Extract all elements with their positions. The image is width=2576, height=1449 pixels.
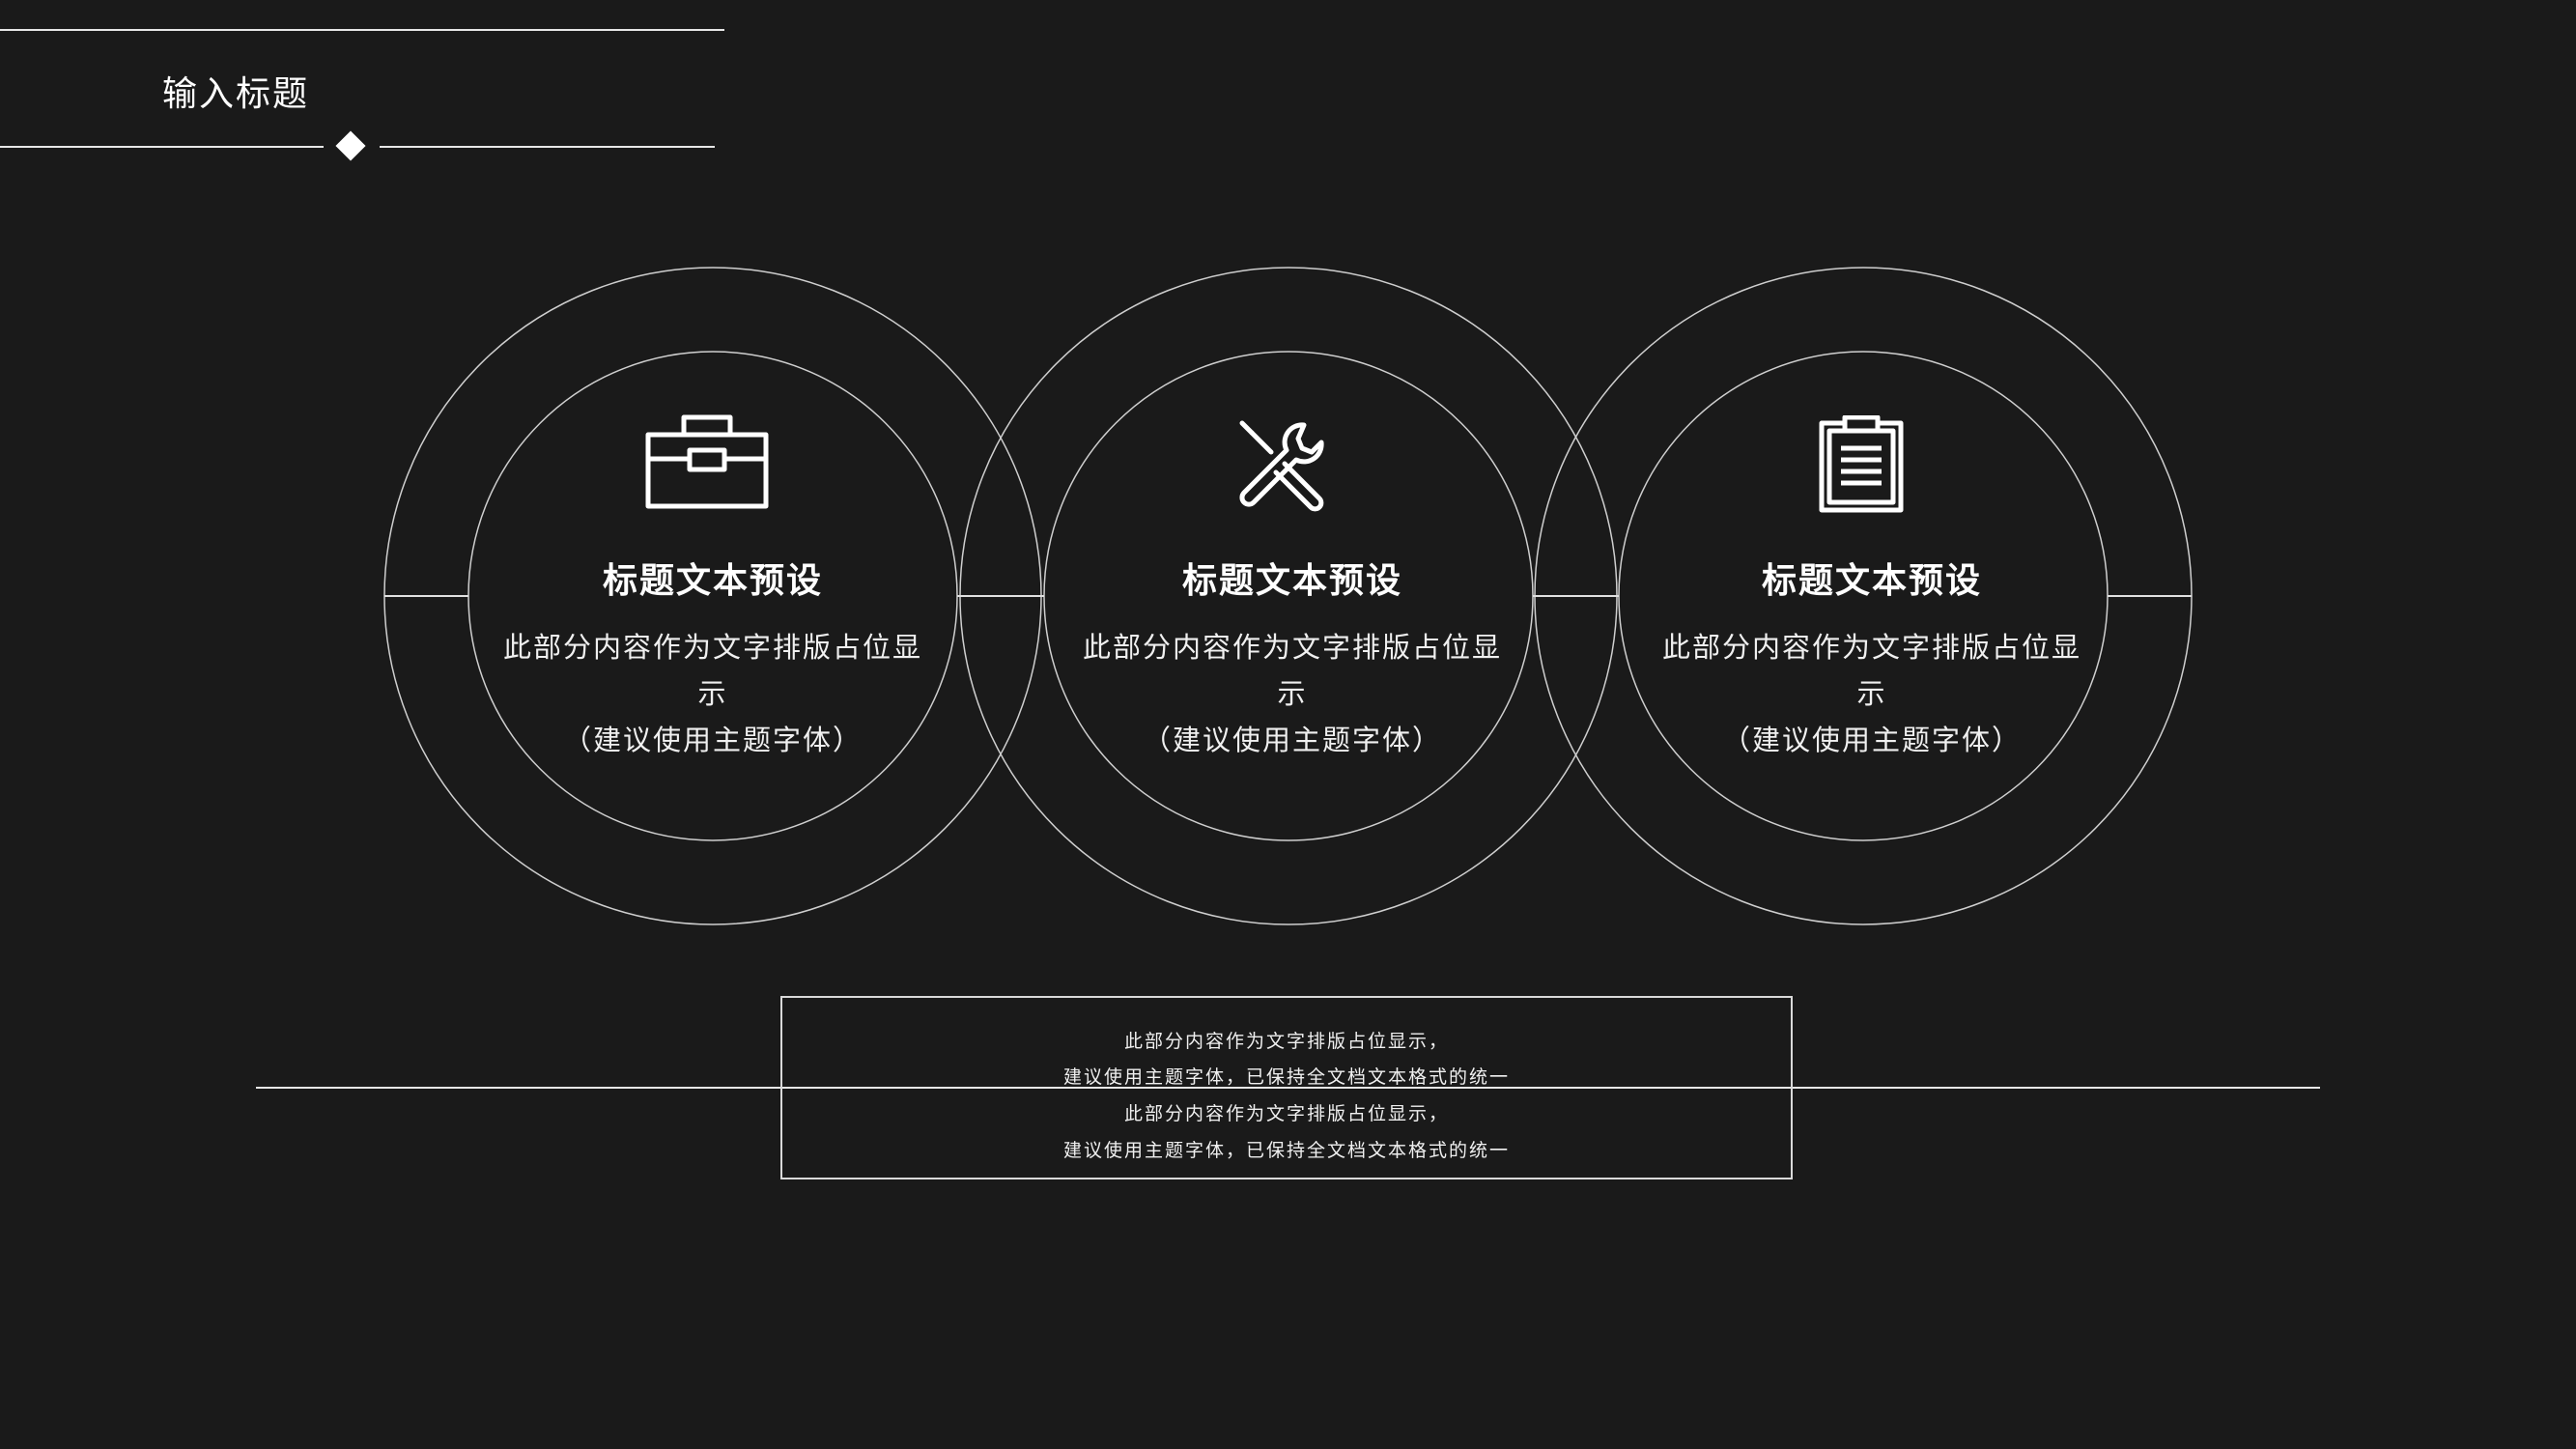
note-line-4: 建议使用主题字体，已保持全文档文本格式的统一 — [1062, 1140, 1510, 1161]
clipboard-icon — [1819, 415, 1904, 513]
card-description: 此部分内容作为文字排版占位显 示 （建议使用主题字体） — [1080, 624, 1505, 763]
bottom-divider — [256, 1087, 2320, 1089]
card-title: 标题文本预设 — [1181, 561, 1402, 601]
note-line-2: 建议使用主题字体，已保持全文档文本格式的统一 — [1062, 1066, 1510, 1088]
page-title: 输入标题 — [162, 74, 310, 114]
header-top-line — [0, 29, 724, 31]
card-description: 此部分内容作为文字排版占位显 示 （建议使用主题字体） — [1659, 624, 2084, 763]
card-3: 标题文本预设 此部分内容作为文字排版占位显 示 （建议使用主题字体） — [1659, 553, 2084, 763]
note-box — [780, 996, 1793, 1179]
tools-icon — [1239, 420, 1324, 512]
card-desc-line: 此部分内容作为文字排版占位显 — [1082, 631, 1502, 664]
card-2: 标题文本预设 此部分内容作为文字排版占位显 示 （建议使用主题字体） — [1080, 553, 1505, 763]
card-1: 标题文本预设 此部分内容作为文字排版占位显 示 （建议使用主题字体） — [500, 553, 925, 763]
card-desc-line: 示 — [1277, 677, 1308, 710]
toolbox-icon — [645, 414, 769, 509]
card-desc-line: 示 — [1856, 677, 1887, 710]
card-desc-line: 此部分内容作为文字排版占位显 — [1661, 631, 2081, 664]
note-line-3: 此部分内容作为文字排版占位显示， — [1123, 1103, 1449, 1124]
card-title: 标题文本预设 — [1761, 561, 1982, 601]
card-desc-line: （建议使用主题字体） — [562, 724, 863, 756]
card-desc-line: 此部分内容作为文字排版占位显 — [502, 631, 922, 664]
card-desc-line: （建议使用主题字体） — [1721, 724, 2022, 756]
header-underline-right — [380, 146, 715, 148]
note-line-1: 此部分内容作为文字排版占位显示， — [1123, 1031, 1449, 1052]
card-title: 标题文本预设 — [602, 561, 823, 601]
card-desc-line: （建议使用主题字体） — [1142, 724, 1442, 756]
card-desc-line: 示 — [697, 677, 728, 710]
card-description: 此部分内容作为文字排版占位显 示 （建议使用主题字体） — [500, 624, 925, 763]
header-underline-left — [0, 146, 324, 148]
